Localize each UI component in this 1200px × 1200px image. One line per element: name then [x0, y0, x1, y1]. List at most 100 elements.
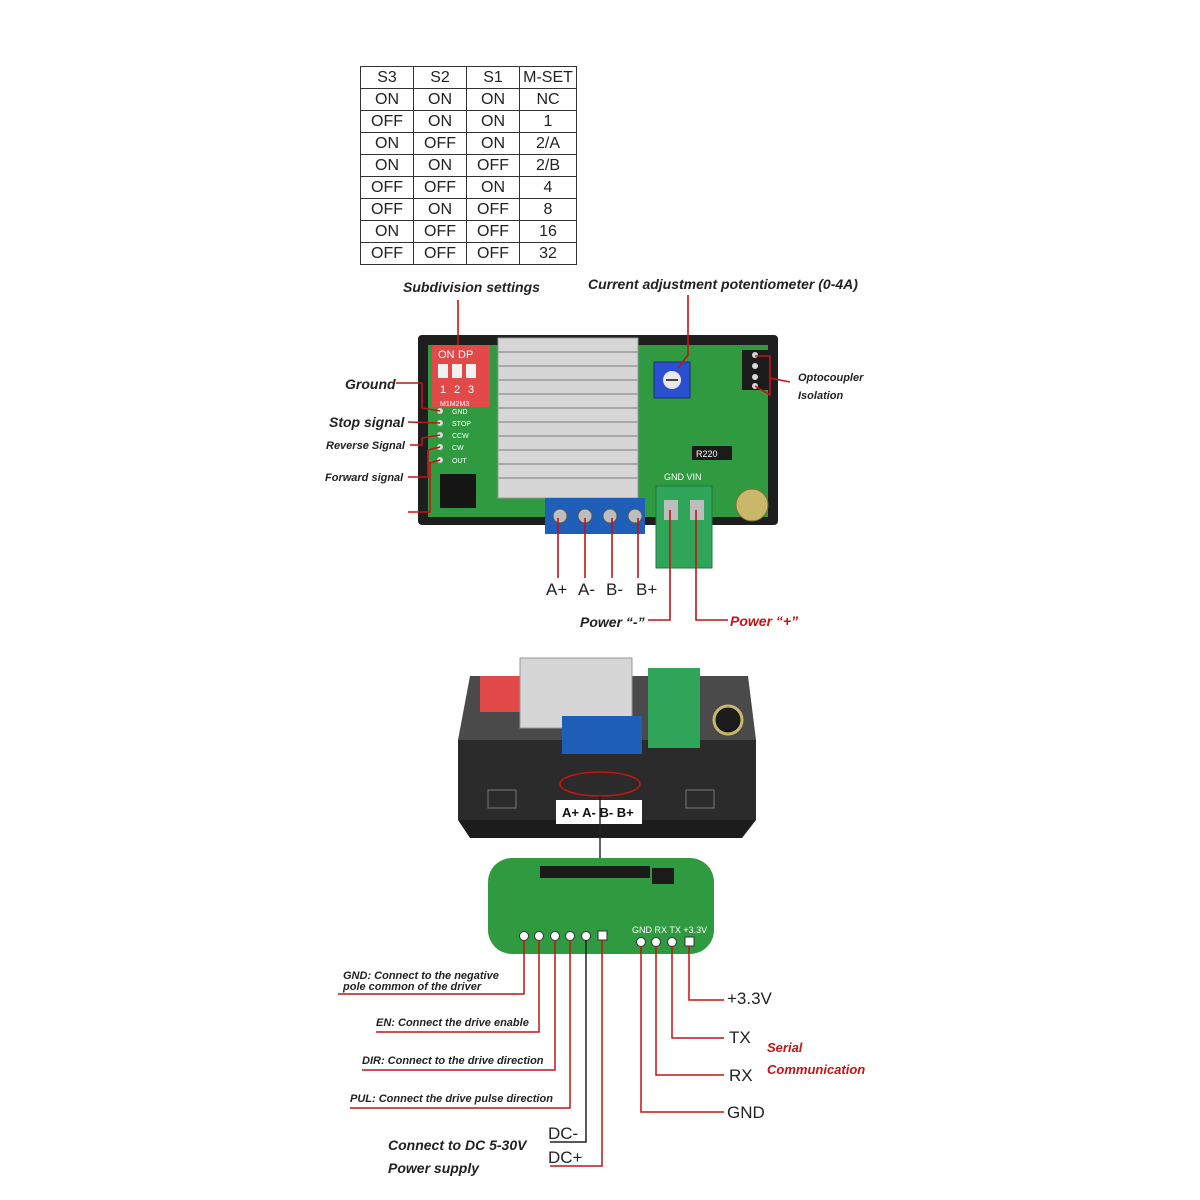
pul-desc: PUL: Connect the drive pulse direction — [350, 1093, 553, 1105]
table-cell: 2/A — [519, 132, 577, 155]
serial-label-line2: Communication — [767, 1062, 866, 1077]
table-cell: OFF — [413, 242, 467, 265]
power-terminal-body — [655, 485, 713, 569]
table-cell: OFF — [360, 242, 414, 265]
leader-ground — [396, 382, 441, 412]
a-plus-label: A+ — [546, 580, 568, 599]
enclosure-slot-left — [487, 789, 517, 809]
leader-dir-pin — [362, 940, 556, 1071]
bottom-leader-lines — [338, 940, 724, 1167]
ground-label: Ground — [345, 376, 396, 392]
reverse-signal-label: Reverse Signal — [326, 440, 405, 452]
leader-33v — [688, 946, 724, 1001]
b-minus-label: B- — [606, 580, 623, 599]
dip-num-1: 1 — [440, 384, 446, 396]
dc-minus-label: DC- — [548, 1124, 579, 1143]
dip-on-text: ON — [438, 349, 455, 361]
table-cell: 32 — [519, 242, 577, 265]
bottom-pcb-chip — [652, 868, 674, 884]
enclosure-capacitor — [712, 704, 744, 736]
top-leader-lines — [396, 295, 791, 621]
enclosure-green-terminal — [648, 668, 700, 748]
pin-stop-text: STOP — [452, 421, 471, 428]
dip-key-1 — [438, 364, 448, 378]
current-pot-label: Current adjustment potentiometer (0-4A) — [588, 276, 858, 292]
leader-rx — [655, 946, 724, 1076]
table-cell: OFF — [413, 220, 467, 243]
gnd-desc-line2: pole common of the driver — [343, 981, 482, 993]
bottom-pcb: GND RX TX +3.3V — [488, 858, 714, 954]
top-board: ON DP 1 2 3 M1M2M3 GND STOP CCW CW OUT — [418, 335, 778, 569]
leader-gnd-pin — [338, 940, 525, 995]
table-cell: ON — [413, 154, 467, 177]
table-cell: ON — [360, 220, 414, 243]
heatsink-body — [497, 337, 639, 499]
enclosure-base — [458, 820, 756, 838]
table-cell: ON — [413, 110, 467, 133]
opto-label-line1: Optocoupler — [798, 372, 864, 384]
dc-power-line1: Connect to DC 5-30V — [388, 1137, 527, 1153]
v33-label: +3.3V — [727, 989, 772, 1008]
leader-dc-minus — [550, 940, 587, 1143]
b-plus-label: B+ — [636, 580, 658, 599]
enclosure-slot-right — [685, 789, 715, 809]
en-desc: EN: Connect the drive enable — [376, 1017, 529, 1029]
enclosure-stripe-text: A+ A- B- B+ — [562, 805, 634, 820]
tx-label: TX — [729, 1028, 751, 1047]
leader-power-minus — [648, 510, 671, 621]
dir-desc: DIR: Connect to the drive direction — [362, 1055, 544, 1067]
dc-power-line2: Power supply — [388, 1160, 480, 1176]
dip-dp-text: DP — [458, 349, 473, 361]
motor-terminal-block — [545, 498, 645, 534]
table-cell: ON — [360, 154, 414, 177]
leader-opto-a — [755, 355, 791, 383]
dip-num-2: 2 — [454, 384, 460, 396]
leader-out — [408, 459, 441, 513]
subdivision-settings-label: Subdivision settings — [403, 279, 540, 295]
table-cell: OFF — [360, 198, 414, 221]
leader-power-plus — [695, 510, 728, 621]
leader-stop — [407, 421, 441, 424]
opto-label-line2: Isolation — [798, 390, 844, 402]
table-cell: OFF — [466, 242, 520, 265]
dc-plus-label: DC+ — [548, 1148, 583, 1167]
power-minus-label: Power “-” — [580, 614, 645, 630]
dip-num-3: 3 — [468, 384, 474, 396]
leader-opto-b — [754, 378, 771, 397]
capacitor — [735, 488, 769, 522]
enclosure-blue-terminal — [562, 716, 642, 754]
dip-sub-text: M1M2M3 — [440, 401, 469, 408]
table-cell: ON — [413, 198, 467, 221]
power-terminal-block — [655, 485, 713, 569]
table-cell: 16 — [519, 220, 577, 243]
rx-label: RX — [729, 1066, 753, 1085]
serial-pin-labels: GND RX TX +3.3V — [632, 925, 707, 935]
gnd-desc-line1: GND: Connect to the negative — [343, 970, 499, 982]
resistor-code: R220 — [696, 449, 718, 459]
leader-dc-plus — [550, 940, 603, 1167]
resistor — [692, 446, 732, 460]
dip-key-2 — [452, 364, 462, 378]
power-plus-label: Power “+” — [730, 613, 799, 629]
pin-cw-text: CW — [452, 445, 464, 452]
potentiometer — [653, 361, 691, 399]
leader-reverse — [410, 434, 441, 446]
leader-tx — [671, 946, 724, 1039]
table-cell: OFF — [466, 220, 520, 243]
pin-ccw-text: CCW — [452, 433, 469, 440]
heatsink — [497, 337, 639, 499]
leader-forward — [408, 446, 441, 478]
gnd-serial-label: GND — [727, 1103, 765, 1122]
leader-potentiometer — [677, 295, 689, 369]
table-header-row: S3 S2 S1 M-SET — [360, 66, 577, 89]
ic-chip — [440, 474, 476, 508]
serial-label-line1: Serial — [767, 1040, 803, 1055]
table-cell: ON — [360, 88, 414, 111]
leader-gnd-serial — [640, 946, 724, 1113]
